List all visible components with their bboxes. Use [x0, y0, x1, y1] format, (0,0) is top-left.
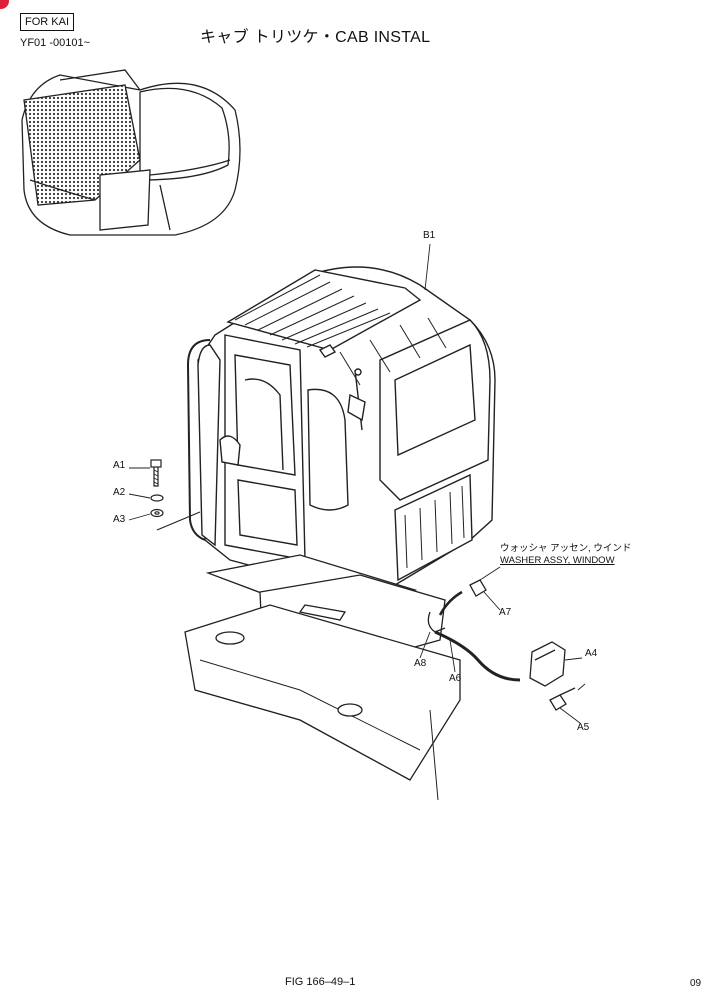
leader-lines [128, 243, 586, 724]
legend-english: WASHER ASSY, WINDOW [500, 555, 615, 566]
cab-assembly [186, 266, 496, 589]
callout-a8: A8 [414, 658, 427, 669]
callout-a4: A4 [585, 648, 598, 659]
bolt-and-washers [150, 459, 201, 531]
callout-a1: A1 [113, 460, 126, 471]
washer-assembly [427, 579, 576, 711]
page-title: キャブ トリツケ・CAB INSTAL [200, 29, 431, 46]
corner-mark [0, 0, 9, 9]
callout-a2: A2 [113, 487, 126, 498]
figure-number: FIG 166–49–1 [285, 976, 356, 988]
model-badge: FOR KAI [20, 13, 75, 31]
page-number: 09 [690, 978, 702, 989]
serial-range: YF01 -00101~ [20, 37, 91, 49]
callout-a7: A7 [499, 607, 512, 618]
callout-a6: A6 [449, 673, 462, 684]
washer-assy-legend: ウォッシャ アッセン, ウインド WASHER ASSY, WINDOW [500, 543, 631, 567]
callout-a5: A5 [577, 722, 590, 733]
floor-and-base [184, 554, 461, 801]
callout-b1: B1 [423, 230, 436, 241]
legend-japanese: ウォッシャ アッセン, ウインド [500, 543, 632, 554]
machine-overview-thumbnail [21, 69, 241, 236]
callout-a3: A3 [113, 514, 126, 525]
